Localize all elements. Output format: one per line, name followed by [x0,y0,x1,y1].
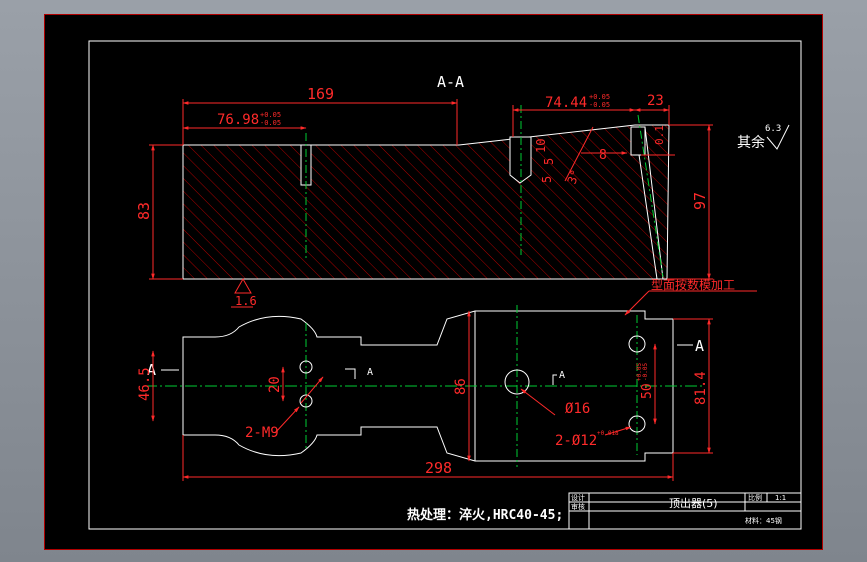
dim-5a: 5 [542,158,556,165]
cut-mark [345,368,356,379]
dim-86: 86 [453,378,469,395]
drawing-sheet: A-A 169 [44,14,823,550]
dim-23: 23 [647,93,664,109]
dim-center-hole: Ø16 [565,401,590,417]
dim-pin-tol: +0.018 [597,430,619,437]
section-view: A-A 169 [135,73,790,308]
center-hole [504,369,530,395]
finish-note: 其余 [737,134,765,151]
designer-label: 设计 [571,493,585,502]
section-body [182,124,670,280]
dim-76-tol-low: -0.05 [260,119,281,127]
dim-83: 83 [135,202,153,220]
dim-169: 169 [307,85,334,103]
finish-value: 6.3 [765,124,781,134]
section-title: A-A [437,73,464,91]
leader-12 [604,426,632,436]
pin-hole [628,335,646,353]
pin-centerline [637,114,664,278]
dim-20: 20 [267,376,283,393]
dim-2-m9: 2-M9 [245,425,279,441]
border-frame [88,40,802,530]
pin-hole [628,415,646,433]
dim-50-tol-up: +0.05 [636,363,643,381]
leader-angle [564,126,594,182]
dim-74-tol-low: -0.05 [589,101,610,109]
cad-drawing: A-A 169 [88,40,802,530]
leader-contour [624,290,650,316]
roughness-symbol [766,124,790,150]
thread-hole [299,360,313,374]
dim-298: 298 [425,459,452,477]
pin-hole-section [630,126,646,156]
section-marker-right: A [695,337,704,355]
dim-0-1: 0.1 [653,125,666,145]
dim-74-44: 74.44 [545,95,587,111]
material-label: 材料：45钢 [745,516,782,525]
title-block: 设计 审核 顶出器(5) 比例 1:1 材料：45钢 [568,492,802,530]
leader-m9 [274,406,300,434]
dim-8: 8 [599,148,607,163]
contour-note: 型面按数模加工 [651,277,735,292]
cut-label-1: A [367,367,373,378]
dim-76-98: 76.98 [217,112,259,128]
scale-value: 1:1 [775,494,786,502]
dim-81-4: 81.4 [693,371,709,405]
plan-view: A A A A 298 46.5 20 [137,277,757,481]
roughness-bottom: 1.6 [235,294,257,308]
checker-label: 审核 [571,502,585,511]
dim-5b: 5 [540,176,554,183]
roughness-triangle [234,277,252,294]
dim-50: 50 [640,383,655,399]
part-name: 顶出器(5) [669,496,718,510]
thread-hole [299,394,313,408]
ramp-edge-2 [644,126,664,280]
dim-74-tol-up: +0.05 [589,93,610,101]
dim-50-tol-low: -0.05 [642,363,649,381]
cut-label-2: A [559,370,565,381]
cut-mark [552,374,557,385]
dim-76-tol-up: +0.05 [260,111,281,119]
heat-treatment-note: 热处理：淬火,HRC40-45; [407,507,563,523]
dim-97: 97 [691,192,709,210]
leader-16 [520,388,556,416]
dim-10: 10 [534,139,548,153]
dim-46-5: 46.5 [137,367,153,401]
leader-m9-2 [300,376,324,404]
scale-label: 比例 [748,493,762,502]
dim-pin-holes: 2-Ø12 [555,433,597,449]
